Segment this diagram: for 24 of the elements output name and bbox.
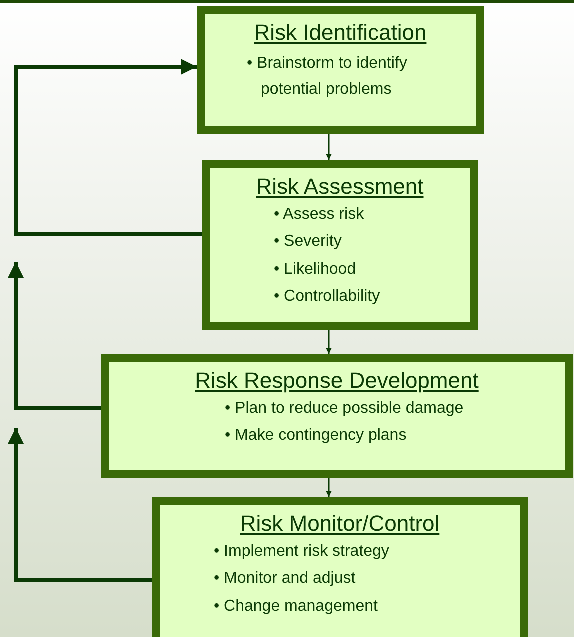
process-box — [197, 6, 484, 134]
bullet-item: • Change management — [214, 596, 379, 617]
arrow — [326, 134, 332, 160]
feedback-arrow — [8, 262, 101, 410]
feedback-arrow — [8, 428, 152, 582]
arrow — [326, 478, 332, 497]
process-box — [152, 497, 528, 637]
bullet-item: • Monitor and adjust — [214, 569, 357, 590]
bullet-item: • Make contingency plans — [225, 426, 408, 446]
bullet-item: • Implement risk strategy — [214, 542, 390, 562]
box-heading: Risk Monitor/Control — [240, 511, 440, 536]
box-heading: Risk Assessment — [256, 174, 424, 200]
bullet-item: • Likelihood — [274, 260, 358, 280]
bullet-item: • Controllability — [274, 286, 380, 307]
box-heading: Risk Response Development — [195, 368, 479, 394]
bullet-item: • Plan to reduce possible damage — [225, 399, 464, 420]
bullet-item: • Brainstorm to identify potential problems — [247, 54, 408, 100]
bullet-item: • Assess risk — [274, 205, 366, 226]
feedback-arrow — [14, 59, 202, 236]
box-heading: Risk Identification — [254, 20, 427, 46]
process-box — [101, 354, 573, 478]
arrow — [326, 330, 332, 354]
process-box — [202, 160, 478, 330]
bullet-item: • Severity — [274, 232, 343, 252]
